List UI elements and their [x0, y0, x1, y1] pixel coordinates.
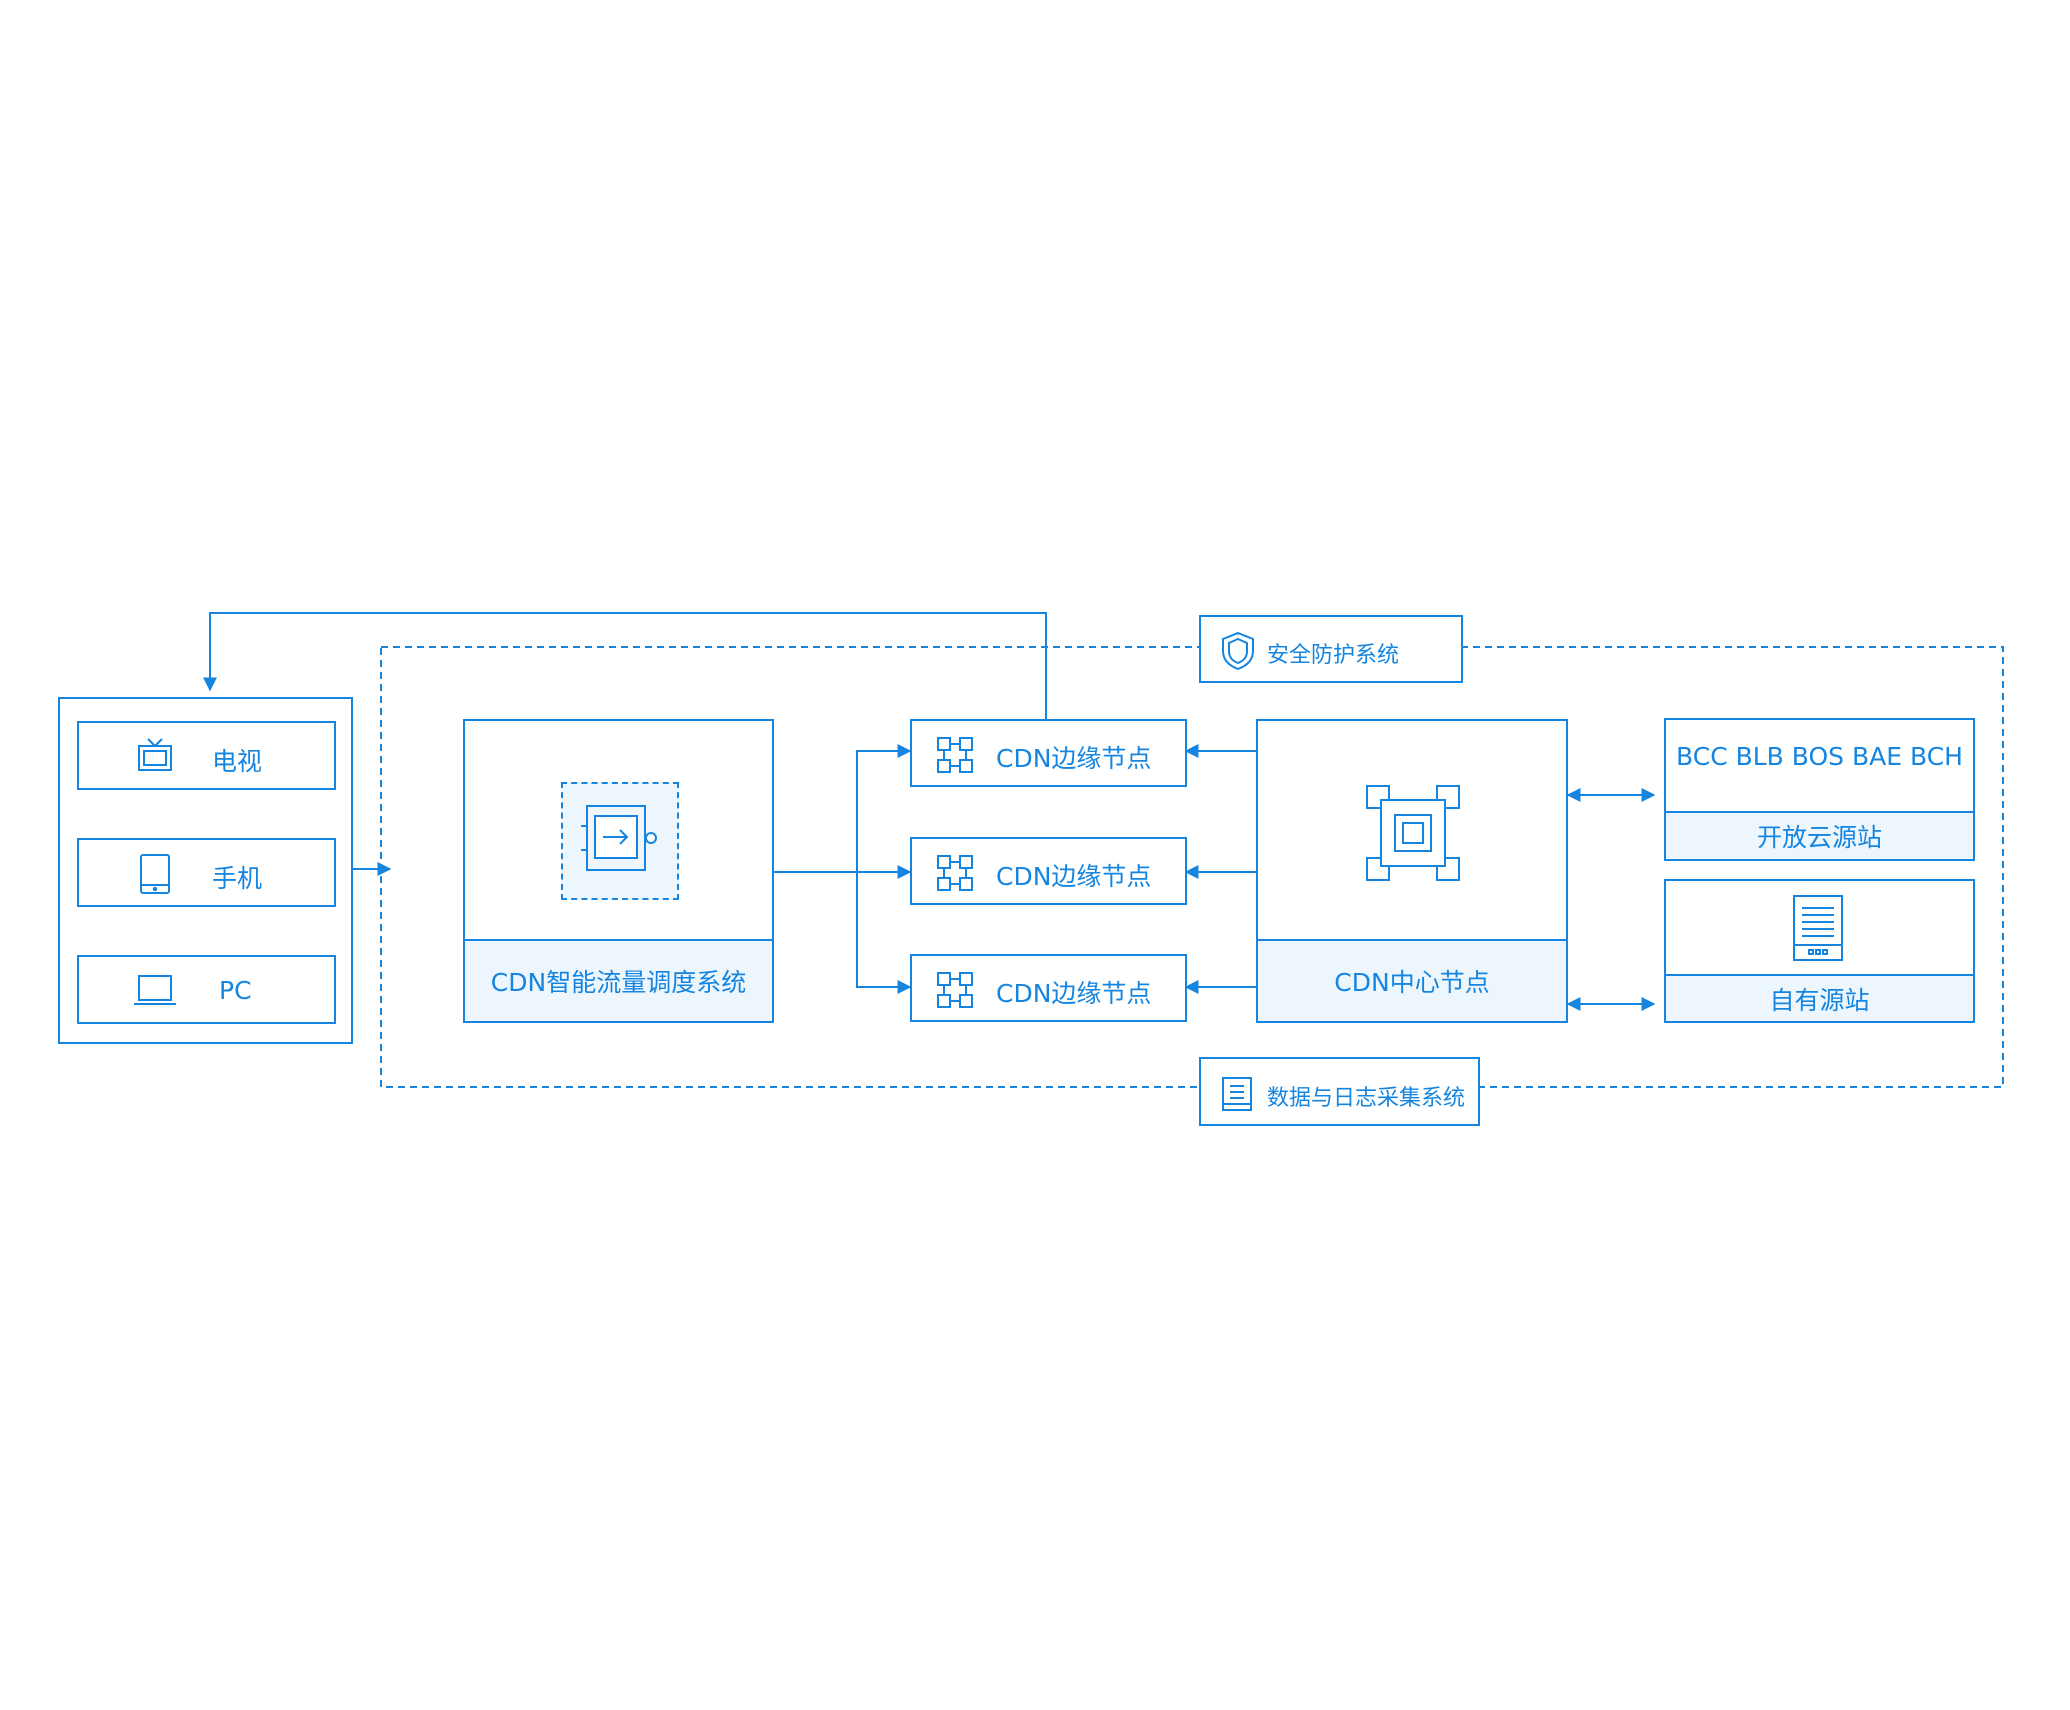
security-system-box: 安全防护系统: [1199, 615, 1463, 683]
traffic-scheduler-label: CDN智能流量调度系统: [490, 968, 747, 997]
device-item-pc: PC: [77, 955, 336, 1024]
edge-node-1: CDN边缘节点: [910, 719, 1187, 787]
devices-panel: 电视 手机 PC: [58, 697, 353, 1044]
device-item-tv: 电视: [77, 721, 336, 790]
center-node-label: CDN中心节点: [1334, 968, 1490, 997]
document-icon: [1222, 1077, 1252, 1111]
router-icon: [561, 782, 679, 900]
device-item-phone: 手机: [77, 838, 336, 907]
device-label-phone: 手机: [212, 864, 263, 893]
phone-icon: [140, 854, 170, 894]
cloud-origin-box: BCC BLB BOS BAE BCH 开放云源站: [1664, 718, 1975, 861]
server-icon: [1793, 895, 1843, 961]
logging-system-box: 数据与日志采集系统: [1199, 1057, 1480, 1126]
device-label-pc: PC: [219, 976, 252, 1005]
cloud-origin-label: 开放云源站: [1756, 823, 1882, 852]
edge-node-3: CDN边缘节点: [910, 954, 1187, 1022]
edge-node-2: CDN边缘节点: [910, 837, 1187, 905]
edge-node-label: CDN边缘节点: [996, 744, 1152, 773]
edge-node-label: CDN边缘节点: [996, 862, 1152, 891]
scheduler-to-edge-1-arrow: [856, 744, 912, 872]
device-label-tv: 电视: [212, 747, 263, 776]
node-grid-icon: [937, 737, 973, 773]
own-origin-label-bar: 自有源站: [1666, 974, 1973, 1021]
node-grid-icon: [937, 972, 973, 1008]
traffic-scheduler-box: CDN智能流量调度系统: [463, 719, 774, 1023]
edge-node-label: CDN边缘节点: [996, 979, 1152, 1008]
center-node-box: CDN中心节点: [1256, 719, 1568, 1023]
center-node-label-bar: CDN中心节点: [1258, 939, 1566, 1021]
cloud-origin-label-bar: 开放云源站: [1666, 811, 1973, 859]
shield-icon: [1222, 631, 1254, 671]
scheduler-to-edge-3-arrow: [856, 872, 912, 994]
cloud-services-text: BCC BLB BOS BAE BCH: [1676, 742, 1963, 771]
node-grid-icon: [937, 855, 973, 891]
chip-icon: [1366, 785, 1460, 881]
traffic-scheduler-label-bar: CDN智能流量调度系统: [465, 939, 772, 1021]
own-origin-box: 自有源站: [1664, 879, 1975, 1023]
return-path-line: [203, 612, 1047, 720]
tv-icon: [138, 738, 172, 771]
security-system-label: 安全防护系统: [1267, 643, 1400, 668]
laptop-icon: [134, 975, 176, 1005]
own-origin-label: 自有源站: [1769, 985, 1870, 1015]
logging-system-label: 数据与日志采集系统: [1267, 1086, 1466, 1111]
